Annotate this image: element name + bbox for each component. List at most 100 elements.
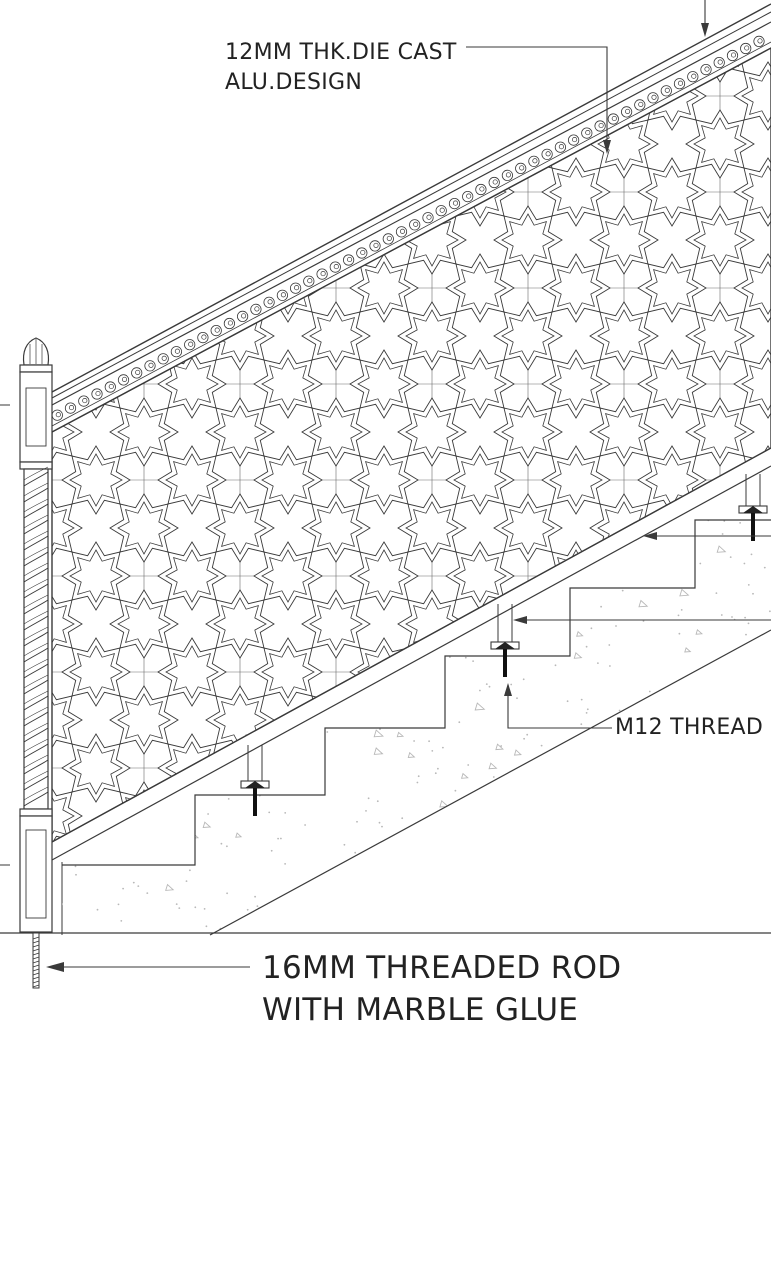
lattice-star xyxy=(445,253,515,323)
scroll-motif xyxy=(250,303,262,315)
lattice-star xyxy=(109,397,179,467)
lattice-star xyxy=(589,48,659,83)
lattice-star xyxy=(157,637,227,707)
scroll-motif xyxy=(316,268,328,280)
scroll-motif xyxy=(356,247,368,259)
lattice-star xyxy=(254,0,322,34)
lattice-star xyxy=(301,205,371,275)
lattice-star xyxy=(733,829,771,842)
newel-post xyxy=(19,337,53,933)
lattice-star xyxy=(397,109,467,179)
lattice-star xyxy=(109,589,179,659)
lattice-star xyxy=(637,349,707,419)
lattice-star xyxy=(157,829,227,842)
lattice-star xyxy=(253,157,323,227)
scroll-motif xyxy=(276,289,288,301)
lattice-star xyxy=(685,397,755,467)
lattice-star xyxy=(397,589,467,659)
lattice-star xyxy=(637,157,707,227)
twisted-baluster xyxy=(23,466,49,807)
scroll-motif xyxy=(713,56,725,69)
lattice-star xyxy=(301,301,371,371)
lattice-star xyxy=(253,829,323,842)
lattice-star xyxy=(397,301,467,371)
lattice-star xyxy=(638,0,706,34)
scroll-motif xyxy=(91,388,103,400)
step-fixing-bracket xyxy=(738,474,768,541)
scroll-motif xyxy=(369,240,381,252)
scroll-ornament-band xyxy=(52,35,765,421)
lattice-star xyxy=(733,541,771,611)
lattice-star xyxy=(349,253,419,323)
scroll-motif xyxy=(52,409,63,421)
lattice-star xyxy=(493,48,563,83)
lattice-star xyxy=(157,733,227,803)
scroll-motif xyxy=(567,134,580,146)
scroll-motif xyxy=(475,183,487,196)
lattice-star xyxy=(397,493,467,563)
lattice-star xyxy=(301,397,371,467)
lattice-star xyxy=(157,541,227,611)
lattice-star xyxy=(61,637,131,707)
scroll-motif xyxy=(117,374,130,386)
lattice-star xyxy=(637,253,707,323)
lattice-star xyxy=(52,205,83,275)
lattice-star xyxy=(541,733,611,803)
lattice-star xyxy=(109,48,179,83)
lattice-star xyxy=(493,685,563,755)
scroll-motif xyxy=(515,162,527,174)
lattice-star xyxy=(109,493,179,563)
lattice-star xyxy=(157,157,227,227)
lattice-star xyxy=(541,349,611,419)
scroll-motif xyxy=(422,212,434,224)
lattice-star xyxy=(589,589,659,659)
lattice-star xyxy=(253,445,323,515)
scroll-motif xyxy=(237,310,249,322)
scroll-motif xyxy=(382,233,394,245)
lattice-star xyxy=(205,493,275,563)
lattice-star xyxy=(0,0,34,34)
lattice-star xyxy=(349,445,419,515)
scroll-motif xyxy=(554,141,567,153)
scroll-motif xyxy=(78,395,90,407)
threaded-rod-note: 16MM THREADED ROD WITH MARBLE GLUE xyxy=(262,947,621,1031)
lattice-star xyxy=(52,493,83,563)
lattice-star xyxy=(397,781,467,842)
lattice-star xyxy=(205,205,275,275)
lattice-star xyxy=(61,61,131,131)
scroll-motif xyxy=(647,92,659,104)
lattice-star xyxy=(52,685,83,755)
threaded-rod-note-line2: WITH MARBLE GLUE xyxy=(262,992,579,1028)
scroll-motif xyxy=(409,219,421,231)
lattice-star xyxy=(685,589,755,659)
lattice-star xyxy=(52,48,83,83)
scroll-motif xyxy=(342,254,355,266)
lattice-star xyxy=(52,109,83,179)
scroll-motif xyxy=(726,49,739,62)
lattice-star xyxy=(205,397,275,467)
scroll-motif xyxy=(687,71,699,83)
fixing-brackets xyxy=(240,474,768,816)
handrail xyxy=(51,3,771,433)
scroll-motif xyxy=(131,367,143,379)
lattice-star xyxy=(733,445,771,515)
step-fixing-bracket xyxy=(240,745,270,816)
lattice-star xyxy=(349,637,419,707)
lattice-star xyxy=(542,0,610,34)
scroll-motif xyxy=(501,169,513,181)
lattice-star xyxy=(301,589,371,659)
lattice-star xyxy=(61,733,131,803)
die-cast-note-line2: ALU.DESIGN xyxy=(225,70,363,95)
scroll-motif xyxy=(329,261,341,273)
lattice-star xyxy=(637,733,707,803)
scroll-motif xyxy=(223,317,235,330)
lattice-star xyxy=(0,158,34,226)
lattice-star xyxy=(446,0,514,34)
scroll-motif xyxy=(462,191,474,203)
scroll-motif xyxy=(594,120,606,132)
lattice-star xyxy=(493,781,563,842)
lattice-star xyxy=(733,733,771,803)
lattice-star xyxy=(445,829,515,842)
lattice-star xyxy=(349,733,419,803)
lattice-star xyxy=(493,397,563,467)
